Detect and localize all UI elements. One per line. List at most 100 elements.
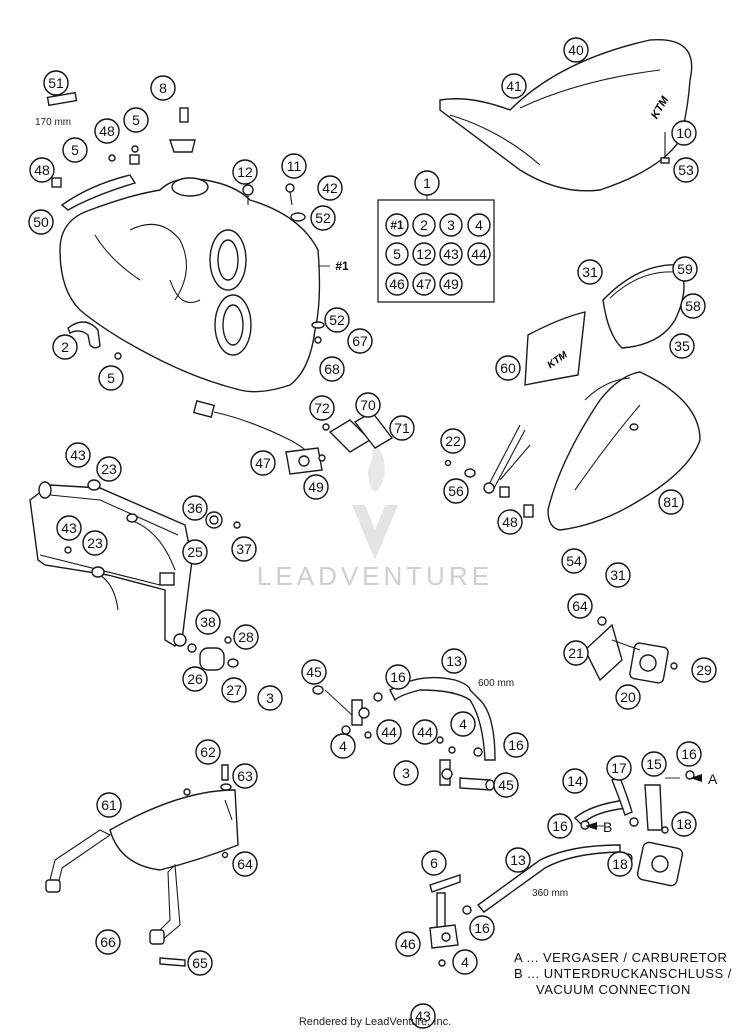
callout-circle xyxy=(301,659,327,685)
callout-circle xyxy=(257,685,283,711)
callout-number: 16 xyxy=(681,746,697,762)
callout-circle xyxy=(43,70,69,96)
callout-number: 48 xyxy=(502,514,518,530)
callout-circle xyxy=(221,677,247,703)
callout-circle xyxy=(412,719,438,745)
callout-number: 65 xyxy=(192,955,208,971)
svg-text:49: 49 xyxy=(443,276,459,292)
callout-c81: 81 xyxy=(658,489,684,515)
kit-item: 5 xyxy=(385,242,409,266)
callout-circle xyxy=(187,950,213,976)
callout-circle xyxy=(501,73,527,99)
callout-c49: 49 xyxy=(303,474,329,500)
callout-number: 23 xyxy=(87,535,103,551)
callout-circle xyxy=(94,118,120,144)
callout-circle xyxy=(421,850,447,876)
seat-drawing: KTM xyxy=(439,38,693,192)
callout-c23a: 23 xyxy=(96,456,122,482)
callout-c65: 65 xyxy=(187,950,213,976)
kit-item: 2 xyxy=(412,213,436,237)
callout-number: 45 xyxy=(498,777,514,793)
callout-number: 12 xyxy=(237,164,253,180)
callout-c27: 27 xyxy=(221,677,247,703)
kit-item: 4 xyxy=(467,213,491,237)
callout-circle xyxy=(563,640,589,666)
callout-circle xyxy=(440,428,466,454)
frame-drawing xyxy=(29,458,241,671)
callout-number: 18 xyxy=(612,856,628,872)
vacuum-hoses-drawing: 360 mm A B xyxy=(476,770,718,913)
kit-item: 43 xyxy=(439,242,463,266)
callout-c4a: 4 xyxy=(330,733,356,759)
svg-text:#1: #1 xyxy=(390,218,404,232)
kit-item: 49 xyxy=(439,272,463,296)
callout-c44b: 44 xyxy=(412,719,438,745)
callout-circle xyxy=(52,334,78,360)
callout-circle xyxy=(232,159,258,185)
callout-circle xyxy=(182,495,208,521)
callout-number: 56 xyxy=(448,483,464,499)
callout-circle xyxy=(493,772,519,798)
callout-circle xyxy=(65,442,91,468)
callout-circle xyxy=(414,170,440,196)
callout-number: 48 xyxy=(99,123,115,139)
callout-c60: 60 xyxy=(495,355,521,381)
callout-number: 68 xyxy=(324,361,340,377)
callout-c43c: 43 xyxy=(410,1003,436,1029)
callout-circle xyxy=(96,792,122,818)
callout-circle xyxy=(347,328,373,354)
callout-c43a: 43 xyxy=(65,442,91,468)
callout-number: 47 xyxy=(255,455,271,471)
callout-c67: 67 xyxy=(347,328,373,354)
callout-c5c: 5 xyxy=(98,365,124,391)
callout-c11: 11 xyxy=(281,153,307,179)
callout-c14: 14 xyxy=(562,768,588,794)
callout-c4b: 4 xyxy=(450,711,476,737)
callout-c2: 2 xyxy=(52,334,78,360)
callout-number: 45 xyxy=(306,664,322,680)
callout-circle xyxy=(96,456,122,482)
callout-circle xyxy=(355,392,381,418)
callout-circle xyxy=(567,593,593,619)
callout-c54: 54 xyxy=(561,548,587,574)
callout-c22: 22 xyxy=(440,428,466,454)
callout-number: 70 xyxy=(360,397,376,413)
callout-c41: 41 xyxy=(501,73,527,99)
callout-c25: 25 xyxy=(182,539,208,565)
callout-c61: 61 xyxy=(96,792,122,818)
callout-number: 15 xyxy=(646,756,662,772)
tail-cover-drawing: KTM xyxy=(524,264,701,531)
callout-circle xyxy=(150,75,176,101)
callout-number: 52 xyxy=(329,312,345,328)
callout-number: 67 xyxy=(352,333,368,349)
legend-line-a: A ... VERGASER / CARBURETOR xyxy=(514,950,728,965)
callout-circle xyxy=(443,478,469,504)
callout-number: 3 xyxy=(402,765,410,781)
legend-line-c: VACUUM CONNECTION xyxy=(536,982,691,997)
callout-circle xyxy=(82,530,108,556)
callout-number: 25 xyxy=(187,544,203,560)
callout-c5a: 5 xyxy=(123,107,149,133)
callout-c64b: 64 xyxy=(232,851,258,877)
callout-number: 58 xyxy=(685,298,701,314)
callout-c31a: 31 xyxy=(577,259,603,285)
callout-c59: 59 xyxy=(672,256,698,282)
callout-number: 1 xyxy=(423,175,431,191)
callout-c10: 10 xyxy=(671,120,697,146)
callout-number: 31 xyxy=(582,264,598,280)
callout-number: 41 xyxy=(506,78,522,94)
callout-circle xyxy=(495,355,521,381)
callout-circle xyxy=(29,157,55,183)
svg-text:44: 44 xyxy=(471,246,487,262)
callout-number: 22 xyxy=(445,433,461,449)
arrow-label-b: B xyxy=(603,819,612,835)
callout-circle xyxy=(658,489,684,515)
callout-c15: 15 xyxy=(641,751,667,777)
svg-text:3: 3 xyxy=(447,217,455,233)
callout-c72: 72 xyxy=(309,395,335,421)
callout-number: 64 xyxy=(572,598,588,614)
arrow-label-a: A xyxy=(708,771,718,787)
callout-number: 14 xyxy=(567,773,583,789)
callout-number: 27 xyxy=(226,682,242,698)
